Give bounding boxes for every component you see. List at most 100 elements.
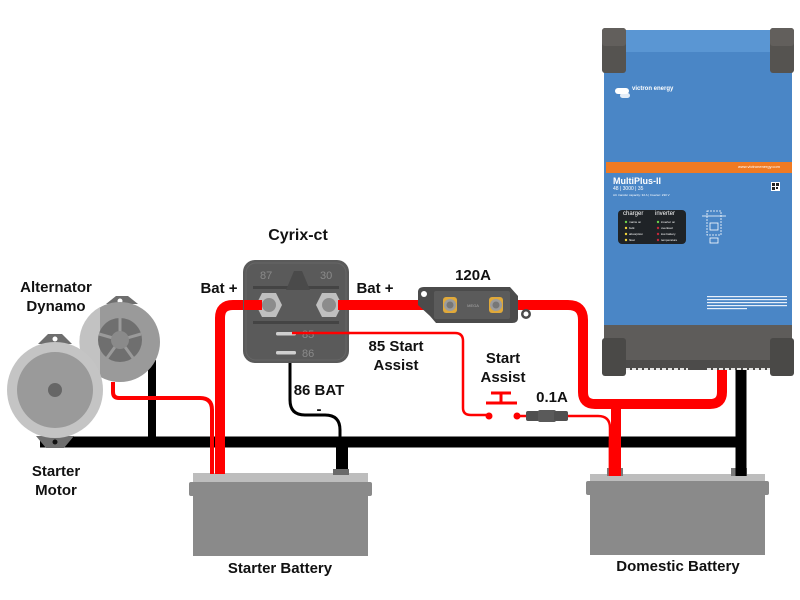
inline-fuse-0-1a (526, 410, 568, 422)
cyrix-bridge-icon (286, 271, 310, 290)
multiplus-bottom-strip (604, 360, 792, 370)
starter-battery-lid (193, 473, 368, 483)
label-86-bat-minus: 86 BAT - (286, 381, 352, 419)
victron-logo-icon (615, 88, 630, 98)
multiplus-ii-inverter-charger[interactable] (602, 28, 794, 376)
multiplus-brand: victron energy (632, 86, 674, 92)
starter-battery-neg-post (333, 469, 349, 475)
led-overload (656, 226, 660, 230)
led-temperature (656, 238, 660, 242)
label-bat-plus-left: Bat + (200, 280, 238, 297)
cyrix-label-87: 87 (260, 270, 272, 282)
start-assist-push-button[interactable] (485, 391, 529, 420)
label-alternator-dynamo: Alternator Dynamo (14, 278, 98, 316)
starter-mount-hole-top (52, 336, 58, 342)
multiplus-led-label-float: float (629, 238, 635, 242)
push-button-contact-left (485, 412, 493, 420)
label-start-assist: Start Assist (472, 349, 534, 387)
cyrix-label-30: 30 (320, 270, 332, 282)
multiplus-bracket-top-left-shade (602, 28, 626, 46)
multiplus-led-label-temperature: temperature (661, 238, 678, 242)
label-85-start-assist-line2: Assist (373, 357, 419, 374)
starter-bat-plus-cable (215, 300, 266, 470)
multiplus-subspec: AC transfer capacity: 32 A | Inverter: 2… (613, 193, 670, 197)
multiplus-led-panel (618, 210, 686, 244)
label-alternator-line1: Alternator (20, 279, 92, 296)
domestic-battery-body (590, 481, 765, 555)
cyrix-terminal-30-bolt (316, 293, 342, 317)
multiplus-bracket-bottom-right (770, 338, 794, 376)
cyrix-85-wire (292, 331, 490, 417)
label-86-bat-line1: 86 BAT (293, 382, 345, 399)
starter-shaft (48, 383, 62, 397)
multiplus-led-label-inverter-on: inverter on (661, 220, 676, 224)
alternator-plus-cable (111, 382, 214, 470)
multiplus-model: MultiPlus-II (613, 176, 661, 186)
label-bat-plus-right: Bat + (356, 280, 394, 297)
multiplus-inverter-heading: inverter (655, 211, 676, 217)
domestic-battery-lid (590, 474, 765, 482)
led-float (624, 238, 628, 242)
led-inverter-on (656, 220, 660, 224)
fuse-marking: MEGA (467, 303, 479, 308)
multiplus-charger-heading: charger (623, 211, 644, 217)
cyrix-body-edge (245, 262, 347, 361)
led-absorption (624, 232, 628, 236)
label-starter-battery: Starter Battery (227, 560, 333, 577)
led-bulk (624, 226, 628, 230)
label-alternator-line2: Dynamo (26, 298, 86, 315)
cyrix-86-wire (288, 354, 342, 442)
multiplus-led-label-overload: overload (661, 226, 673, 230)
label-start-assist-line1: Start (485, 350, 521, 367)
label-cyrix-title: Cyrix-ct (268, 227, 328, 244)
label-starter-line2: Motor (35, 482, 77, 499)
starter-motor[interactable] (7, 334, 103, 448)
multiplus-bracket-bottom-left (602, 338, 626, 376)
fuse-bolt-right-inner (492, 301, 500, 309)
multiplus-spec: 48 | 3000 | 35 (613, 186, 644, 192)
domestic-battery[interactable] (586, 468, 769, 555)
multiplus-led-label-low-battery: low battery (661, 232, 676, 236)
label-start-assist-line2: Assist (480, 369, 526, 386)
led-low-battery (656, 232, 660, 236)
fuse-bolt-left-inner (446, 301, 454, 309)
fuse-mount-hole-right-inner (523, 311, 529, 317)
mega-fuse-120a[interactable]: MEGA (418, 287, 531, 323)
label-domestic-battery: Domestic Battery (616, 558, 740, 575)
multiplus-led-label-bulk: bulk (629, 226, 635, 230)
multiplus-led-label-absorption: absorption (629, 232, 644, 236)
starter-battery-body (193, 482, 368, 556)
fuse-to-domestic-cable (495, 300, 727, 409)
small-fuse-wire (567, 414, 612, 474)
multiplus-website: www.victronenergy.com (738, 164, 780, 169)
label-85-start-assist-line1: 85 Start (368, 338, 424, 355)
cyrix-ct-relay[interactable]: 87 30 85 86 (243, 260, 349, 363)
fuse-mount-hole-left (421, 291, 427, 297)
cyrix-bar-bottom (253, 321, 339, 324)
cyrix-terminal-86-tab (276, 351, 296, 355)
inverter-leds (656, 220, 660, 242)
label-starter-line1: Starter (31, 463, 81, 480)
label-fuse-0-1a: 0.1A (536, 389, 568, 406)
cyrix-terminal-85-tab (276, 332, 296, 336)
multiplus-orange-band (606, 162, 792, 173)
multiplus-top-highlight (604, 30, 792, 52)
label-starter-motor: Starter Motor (14, 462, 98, 500)
label-fuse-120a: 120A (455, 267, 491, 284)
multiplus-switch-schematic-icon (702, 210, 726, 244)
multiplus-qr-code (771, 182, 780, 191)
cyrix-label-85: 85 (302, 329, 314, 341)
multiplus-led-label-mains-on: mains on (629, 220, 642, 224)
label-85-start-assist: 85 Start Assist (360, 337, 432, 375)
led-mains-on (624, 220, 628, 224)
charger-leds (624, 220, 628, 242)
starter-battery[interactable] (189, 469, 372, 556)
multiplus-body-blue (604, 30, 792, 328)
cyrix-terminal-87-bolt (256, 293, 282, 317)
multiplus-bracket-top-right-shade (770, 28, 794, 46)
multiplus-warning-text-block (707, 296, 787, 310)
alternator-hub (111, 331, 129, 349)
starter-mount-hole-bottom (52, 439, 58, 445)
cyrix-label-86: 86 (302, 348, 314, 360)
